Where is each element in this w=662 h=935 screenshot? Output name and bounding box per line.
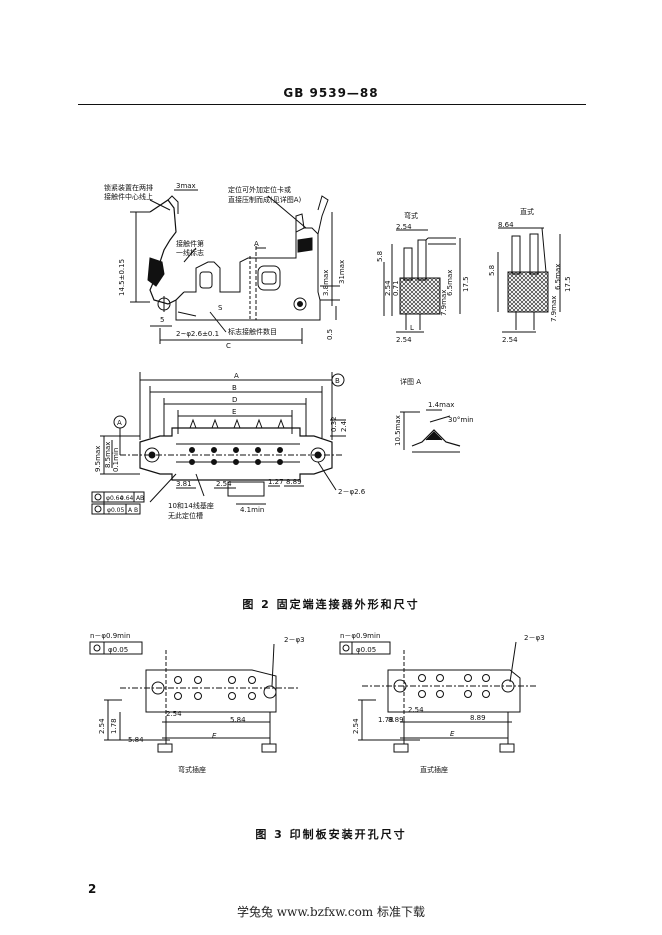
side-view — [130, 189, 340, 344]
footer-watermark[interactable]: 学兔兔 www.bzfxw.com 标准下载 — [236, 905, 426, 919]
position-note-2: 直接压制而成(见详图A) — [228, 195, 302, 204]
pcb-left-label: 弯式插座 — [178, 765, 206, 774]
pcb-right-big-hole: 2－φ3 — [524, 634, 545, 642]
page-number: 2 — [88, 882, 97, 896]
tol2-datum-b: B — [134, 507, 138, 514]
datum-a: A — [117, 419, 122, 427]
pcb-left-2-54a: 2.54 — [98, 718, 106, 734]
bent-dim-2-54c: 2.54 — [396, 336, 412, 344]
detail-30min: 30°min — [448, 416, 474, 424]
keying-note-1: 10和14线基座 — [168, 501, 214, 510]
straight-dim-17-5: 17.5 — [564, 276, 572, 292]
dim-0-32: 0.32 — [330, 416, 338, 432]
pcb-left — [89, 641, 300, 753]
pcb-left-5-84b: 5.84 — [128, 736, 144, 744]
bent-dim-5-8: 5.8 — [376, 251, 384, 262]
dim-2-4: 2.4 — [340, 420, 348, 432]
pcb-left-big-hole: 2－φ3 — [284, 636, 305, 644]
dim-e: E — [232, 408, 236, 416]
pcb-right-8-89b: 8.89 — [470, 714, 486, 722]
straight-dim-5-8: 5.8 — [488, 265, 496, 276]
straight-dim-8-64: 8.64 — [498, 221, 514, 229]
bent-dim-7-9max: 7.9max — [440, 290, 448, 316]
straight-dim-6-5max: 6.5max — [554, 264, 562, 290]
dim-a: A — [234, 372, 239, 380]
detail-a — [400, 409, 461, 453]
dim-31max: 31max — [338, 260, 346, 284]
pcb-left-e: E — [212, 732, 217, 740]
lock-note-1: 锁紧装置在两排 — [104, 183, 153, 192]
tol1-datum-a: A — [136, 495, 141, 502]
pcb-left-5-84a: 5.84 — [230, 716, 246, 724]
pcb-right-tol: φ0.05 — [356, 646, 376, 654]
straight-dim-2-54: 2.54 — [502, 336, 518, 344]
dim-0-1min: 0.1min — [112, 448, 120, 472]
figure-2-caption: 图 2 固定端连接器外形和尺寸 — [242, 598, 420, 611]
detail-title: 详图 A — [400, 377, 421, 386]
pcb-right-2-54a: 2.54 — [352, 718, 360, 734]
mark-note: 标志接触件数目 — [228, 327, 277, 336]
pcb-right — [339, 641, 536, 753]
dim-2-54-top: 2.54 — [216, 480, 232, 488]
dim-8-5max: 8.5max — [104, 442, 112, 468]
dim-b: B — [232, 384, 237, 392]
tol2-datum-a: A — [128, 507, 133, 514]
bent-dim-2-54b: 2.54 — [384, 280, 392, 296]
contact-note-1: 接触件第 — [176, 239, 204, 248]
datum-b: B — [335, 377, 340, 385]
tol1-value: φ0.64 — [106, 495, 124, 502]
pcb-right-2-54b: 2.54 — [408, 706, 424, 714]
dim-9-5max: 9.5max — [94, 446, 102, 472]
dim-5: 5 — [160, 316, 164, 324]
pcb-right-hole-spec: n－φ0.9min — [340, 632, 380, 640]
pcb-left-2-54b: 2.54 — [166, 710, 182, 718]
dim-section-a: A — [254, 240, 259, 248]
contact-note-2: 一线标志 — [176, 248, 204, 257]
straight-view — [497, 227, 561, 333]
lock-note-2: 接触件中心线上 — [104, 192, 153, 201]
dim-c: C — [226, 342, 231, 350]
pcb-right-8-89a: 8.89 — [388, 716, 404, 724]
pcb-left-1-78: 1.78 — [110, 718, 118, 734]
figure-3-caption: 图 3 印制板安装开孔尺寸 — [255, 828, 407, 841]
header-rule — [78, 104, 586, 105]
tol1-value-b: 0.64 — [120, 495, 134, 502]
bent-view — [383, 229, 461, 333]
hole-note: 2~φ2.6±0.1 — [176, 330, 219, 338]
dim-4-1min: 4.1min — [240, 506, 264, 514]
dim-3max: 3max — [176, 182, 196, 190]
dim-d: D — [232, 396, 237, 404]
dim-8-89: 8.89 — [286, 478, 302, 486]
pcb-right-1-78: 1.78 — [378, 716, 394, 724]
bent-title: 弯式 — [404, 211, 418, 220]
bent-dim-l: L — [410, 324, 414, 332]
dim-14-5: 14.5±0.15 — [118, 259, 126, 296]
dim-s: S — [218, 304, 223, 312]
pcb-left-hole-spec: n－φ0.9min — [90, 632, 130, 640]
bent-dim-17-5: 17.5 — [462, 276, 470, 292]
top-view — [91, 372, 346, 515]
bent-dim-0-71: 0.71 — [392, 280, 400, 296]
dim-0-5: 0.5 — [326, 329, 334, 340]
pcb-left-tol: φ0.05 — [108, 646, 128, 654]
dim-3-8max: 3.8max — [322, 270, 330, 296]
position-note-1: 定位可外加定位卡或 — [228, 185, 291, 194]
tol1-datum-b: B — [140, 495, 144, 502]
document-header: GB 9539—88 — [283, 86, 379, 100]
pcb-right-e: E — [450, 730, 455, 738]
pcb-right-label: 直式插座 — [420, 765, 448, 774]
keying-note-2: 无此定位槽 — [168, 511, 203, 520]
dim-3-81: 3.81 — [176, 480, 192, 488]
hole2-note: 2－φ2.6 — [338, 488, 366, 496]
straight-title: 直式 — [520, 207, 534, 216]
detail-10-5max: 10.5max — [394, 415, 402, 446]
tol2-value: φ0.05 — [107, 507, 125, 514]
dim-1-27: 1.27 — [268, 478, 284, 486]
straight-dim-7-9max: 7.9max — [550, 296, 558, 322]
bent-dim-2-54: 2.54 — [396, 223, 412, 231]
bent-dim-6-5max: 6.5max — [446, 270, 454, 296]
detail-1-4max: 1.4max — [428, 401, 454, 409]
